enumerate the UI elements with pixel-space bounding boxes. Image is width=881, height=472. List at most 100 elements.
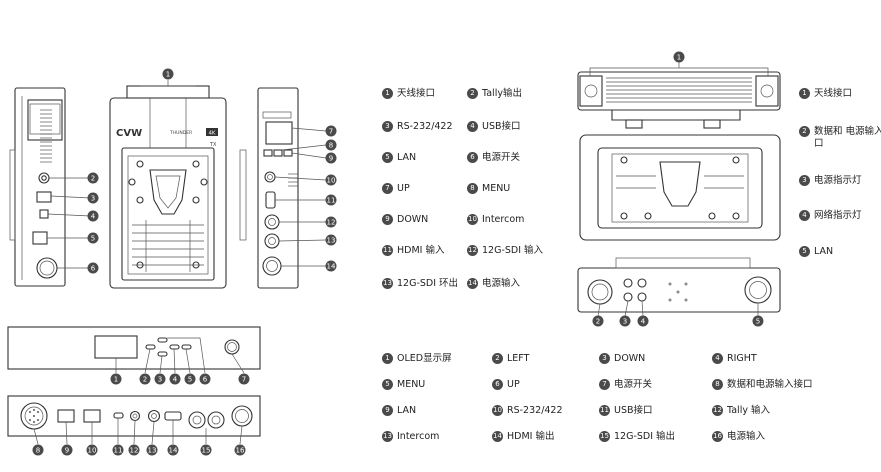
callout-label: LAN xyxy=(397,405,417,416)
legend-item: 9 LAN xyxy=(382,405,416,417)
svg-text:2: 2 xyxy=(596,318,600,326)
legend-item: 11 HDMI 输入 xyxy=(382,245,444,257)
svg-text:1: 1 xyxy=(166,71,170,79)
svg-text:14: 14 xyxy=(327,263,336,271)
callout-label: Tally 输入 xyxy=(727,405,770,416)
svg-text:4: 4 xyxy=(91,213,96,221)
callout-label: HDMI 输入 xyxy=(397,245,445,256)
legend-item: 8 MENU xyxy=(467,183,510,195)
svg-text:9: 9 xyxy=(329,155,333,163)
tx-back-view: CVW THUNDER 4K TX xyxy=(109,85,227,289)
callout-number: 7 xyxy=(382,183,393,194)
callout-label: UP xyxy=(397,183,410,194)
callout-number: 14 xyxy=(467,278,478,289)
svg-text:4: 4 xyxy=(173,376,178,384)
callout-number: 4 xyxy=(799,210,810,221)
callout-label: RS-232/422 xyxy=(397,121,453,132)
callout-number: 12 xyxy=(467,245,478,256)
svg-text:12: 12 xyxy=(327,219,336,227)
callout-number: 3 xyxy=(599,353,610,364)
svg-text:15: 15 xyxy=(202,447,211,455)
callout-label: 电源开关 xyxy=(614,379,653,390)
callout-number: 10 xyxy=(467,214,478,225)
svg-text:5: 5 xyxy=(91,235,95,243)
callout-number: 4 xyxy=(467,121,478,132)
callout-number: 3 xyxy=(799,175,810,186)
callout-label: 天线接口 xyxy=(397,88,436,99)
svg-text:13: 13 xyxy=(148,447,157,455)
callout-number: 1 xyxy=(799,88,810,99)
svg-text:8: 8 xyxy=(36,447,40,455)
svg-text:5: 5 xyxy=(756,318,760,326)
svg-text:4: 4 xyxy=(641,318,646,326)
callout-label: OLED显示屏 xyxy=(397,353,452,364)
callout-number: 5 xyxy=(799,246,810,257)
callout-label: 电源输入 xyxy=(727,431,766,442)
callout-label: MENU xyxy=(482,183,511,194)
callout-label: 12G-SDI 输出 xyxy=(614,431,676,442)
legend-item: 14 HDMI 输出 xyxy=(492,431,554,443)
callout-label: 12G-SDI 环出 xyxy=(397,278,459,289)
callout-label: LAN xyxy=(397,152,417,163)
svg-text:10: 10 xyxy=(327,177,336,185)
callout-label: MENU xyxy=(397,379,426,390)
callout-number: 2 xyxy=(492,353,503,364)
callout-number: 8 xyxy=(467,183,478,194)
antenna-top-view xyxy=(577,62,781,129)
callout-label: 电源指示灯 xyxy=(814,175,862,186)
callout-label: Tally输出 xyxy=(482,88,522,99)
callout-number: 9 xyxy=(382,214,393,225)
legend-item: 7 UP xyxy=(382,183,410,195)
callout-number: 8 xyxy=(712,379,723,390)
callout-label: RIGHT xyxy=(727,353,757,364)
callout-label: 天线接口 xyxy=(814,88,853,99)
callout-number: 13 xyxy=(382,431,393,442)
rx-rear-callouts: 8 9 10 11 12 13 14 15 16 xyxy=(32,444,246,456)
callout-number: 14 xyxy=(492,431,503,442)
svg-text:12: 12 xyxy=(130,447,139,455)
callout-label: Intercom xyxy=(482,214,525,225)
callout-number: 11 xyxy=(599,405,610,416)
callout-number: 2 xyxy=(799,126,810,137)
callout-number: 16 xyxy=(712,431,723,442)
callout-number: 12 xyxy=(712,405,723,416)
svg-text:3: 3 xyxy=(623,318,627,326)
svg-text:3: 3 xyxy=(91,195,95,203)
callout-label: UP xyxy=(507,379,520,390)
svg-text:5: 5 xyxy=(188,376,192,384)
callout-label: USB接口 xyxy=(614,405,653,416)
tx-mark: TX xyxy=(209,142,217,148)
svg-text:6: 6 xyxy=(91,265,96,273)
callout-number: 7 xyxy=(599,379,610,390)
callout-number: 9 xyxy=(382,405,393,416)
rx-front-panel xyxy=(7,326,261,374)
tx-left-side-view xyxy=(9,87,91,287)
callout-label: HDMI 输出 xyxy=(507,431,555,442)
callout-label: 数据和 电源输入接口 xyxy=(814,126,881,149)
legend-item: 2 数据和 电源输入接口 xyxy=(799,126,881,150)
legend-item: 11 USB接口 xyxy=(599,405,653,417)
callout-number: 11 xyxy=(382,245,393,256)
callout-number: 4 xyxy=(712,353,723,364)
legend-item: 10 Intercom xyxy=(467,214,524,226)
svg-text:11: 11 xyxy=(327,197,336,205)
svg-text:11: 11 xyxy=(114,447,123,455)
callout-label: 12G-SDI 输入 xyxy=(482,245,544,256)
svg-text:3: 3 xyxy=(158,376,162,384)
svg-text:9: 9 xyxy=(65,447,69,455)
